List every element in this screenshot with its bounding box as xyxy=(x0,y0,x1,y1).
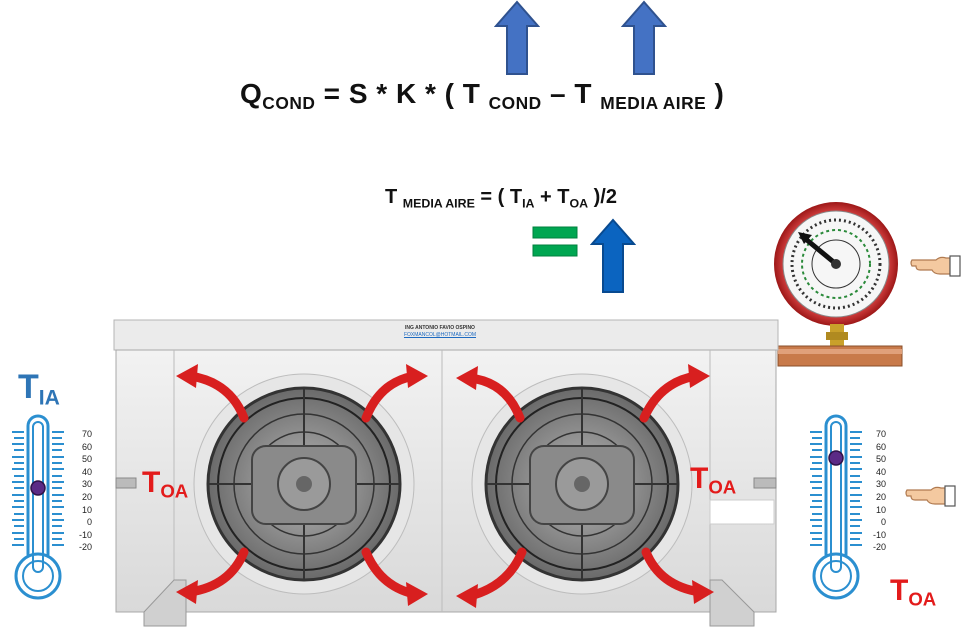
thermometer-icon xyxy=(810,414,862,600)
label-t-oa-left: TOA xyxy=(142,466,189,502)
thermometer-icon xyxy=(12,414,64,600)
up-arrow-icon xyxy=(621,0,667,75)
pointing-hand-icon xyxy=(905,485,956,507)
pressure-gauge-icon xyxy=(774,202,903,367)
label-t-oa-thermometer: TOA xyxy=(890,574,937,610)
up-arrow-icon xyxy=(494,0,540,75)
mean-air-temperature-equation: T MEDIA AIRE = ( TIA + TOA )/2 xyxy=(385,186,617,211)
label-t-oa-right: TOA xyxy=(690,462,737,498)
pointing-hand-icon xyxy=(910,255,961,277)
up-arrow-icon xyxy=(590,218,636,293)
unit-brand-email: FOXMANCOL@HOTMAIL.COM xyxy=(403,332,477,338)
unit-brand-name: ING ANTONIO FAVIO OSPINO xyxy=(405,325,475,331)
equals-sign-icon xyxy=(532,226,578,257)
condenser-heat-equation: QCOND = S * K * ( T COND – T MEDIA AIRE … xyxy=(240,78,725,114)
condenser-unit xyxy=(113,319,779,627)
label-t-ia: TIA xyxy=(18,368,60,410)
